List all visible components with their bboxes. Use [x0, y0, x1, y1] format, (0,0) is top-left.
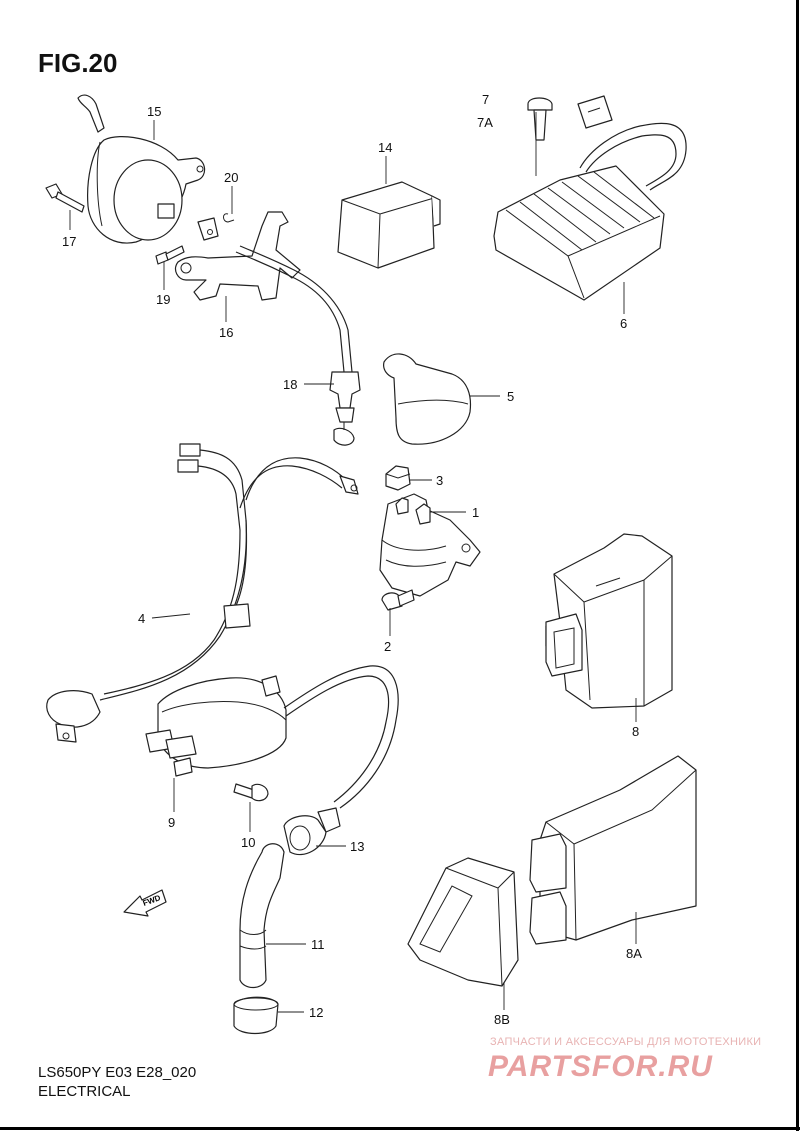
part-10-screw [233, 783, 269, 802]
callout-5: 5 [507, 389, 514, 404]
callout-17: 17 [62, 234, 76, 249]
callout-7: 7 [482, 92, 489, 107]
part-3-nut [385, 465, 411, 491]
callout-10: 10 [241, 835, 255, 850]
watermark-tagline: ЗАПЧАСТИ И АКСЕССУАРЫ ДЛЯ МОТОТЕХНИКИ [490, 1036, 762, 1048]
callout-12: 12 [309, 1005, 323, 1020]
part-8-cdi-unit [545, 533, 673, 709]
callout-19: 19 [156, 292, 170, 307]
part-1-starter-relay [379, 493, 481, 597]
callout-6: 6 [620, 316, 627, 331]
callout-15: 15 [147, 104, 161, 119]
part-7-screw [527, 97, 553, 141]
callout-14: 14 [378, 140, 392, 155]
callout-11: 11 [311, 937, 325, 952]
frame-bottom-border [0, 1127, 800, 1130]
watermark-logo: PARTSFOR.RU [488, 1050, 713, 1083]
callout-8b: 8B [494, 1012, 510, 1027]
callout-13: 13 [350, 839, 364, 854]
frame-right-border [796, 0, 799, 1131]
part-9-ignition-coil [145, 665, 399, 809]
part-14-relay [337, 181, 441, 269]
model-code: LS650PY E03 E28_020 [38, 1064, 197, 1081]
part-5-cap [383, 353, 472, 445]
callout-9: 9 [168, 815, 175, 830]
section-name: ELECTRICAL [38, 1083, 131, 1100]
callout-3: 3 [436, 473, 443, 488]
callout-1: 1 [472, 505, 479, 520]
leader-lines [69, 112, 637, 1013]
callout-7a: 7A [477, 115, 493, 130]
part-20-clip [223, 213, 235, 223]
figure-title: FIG.20 [38, 48, 118, 78]
part-17-bolt [45, 183, 85, 213]
callout-20: 20 [224, 170, 238, 185]
part-8a-cdi-unit [529, 755, 697, 945]
callout-4: 4 [138, 611, 145, 626]
part-16-bracket [174, 211, 301, 301]
part-19-screw [155, 245, 185, 265]
callout-18: 18 [283, 377, 297, 392]
callout-8: 8 [632, 724, 639, 739]
fwd-arrow-icon: FWD [123, 889, 167, 917]
part-11-plug-cap [239, 843, 285, 989]
part-2-screw [381, 589, 415, 611]
callout-16: 16 [219, 325, 233, 340]
part-4-wire-harness [46, 443, 359, 743]
part-13-seal [283, 807, 341, 856]
part-18-switch [235, 245, 361, 446]
part-12-ring [233, 996, 279, 1035]
callout-labels: 15 17 20 19 16 14 7 7A 6 18 5 3 1 2 4 8 … [62, 92, 642, 1027]
callout-2: 2 [384, 639, 391, 654]
callout-8a: 8A [626, 946, 642, 961]
part-8b-cover [407, 857, 519, 987]
part-6-regulator [493, 95, 687, 301]
part-15-round-unit [77, 94, 206, 244]
